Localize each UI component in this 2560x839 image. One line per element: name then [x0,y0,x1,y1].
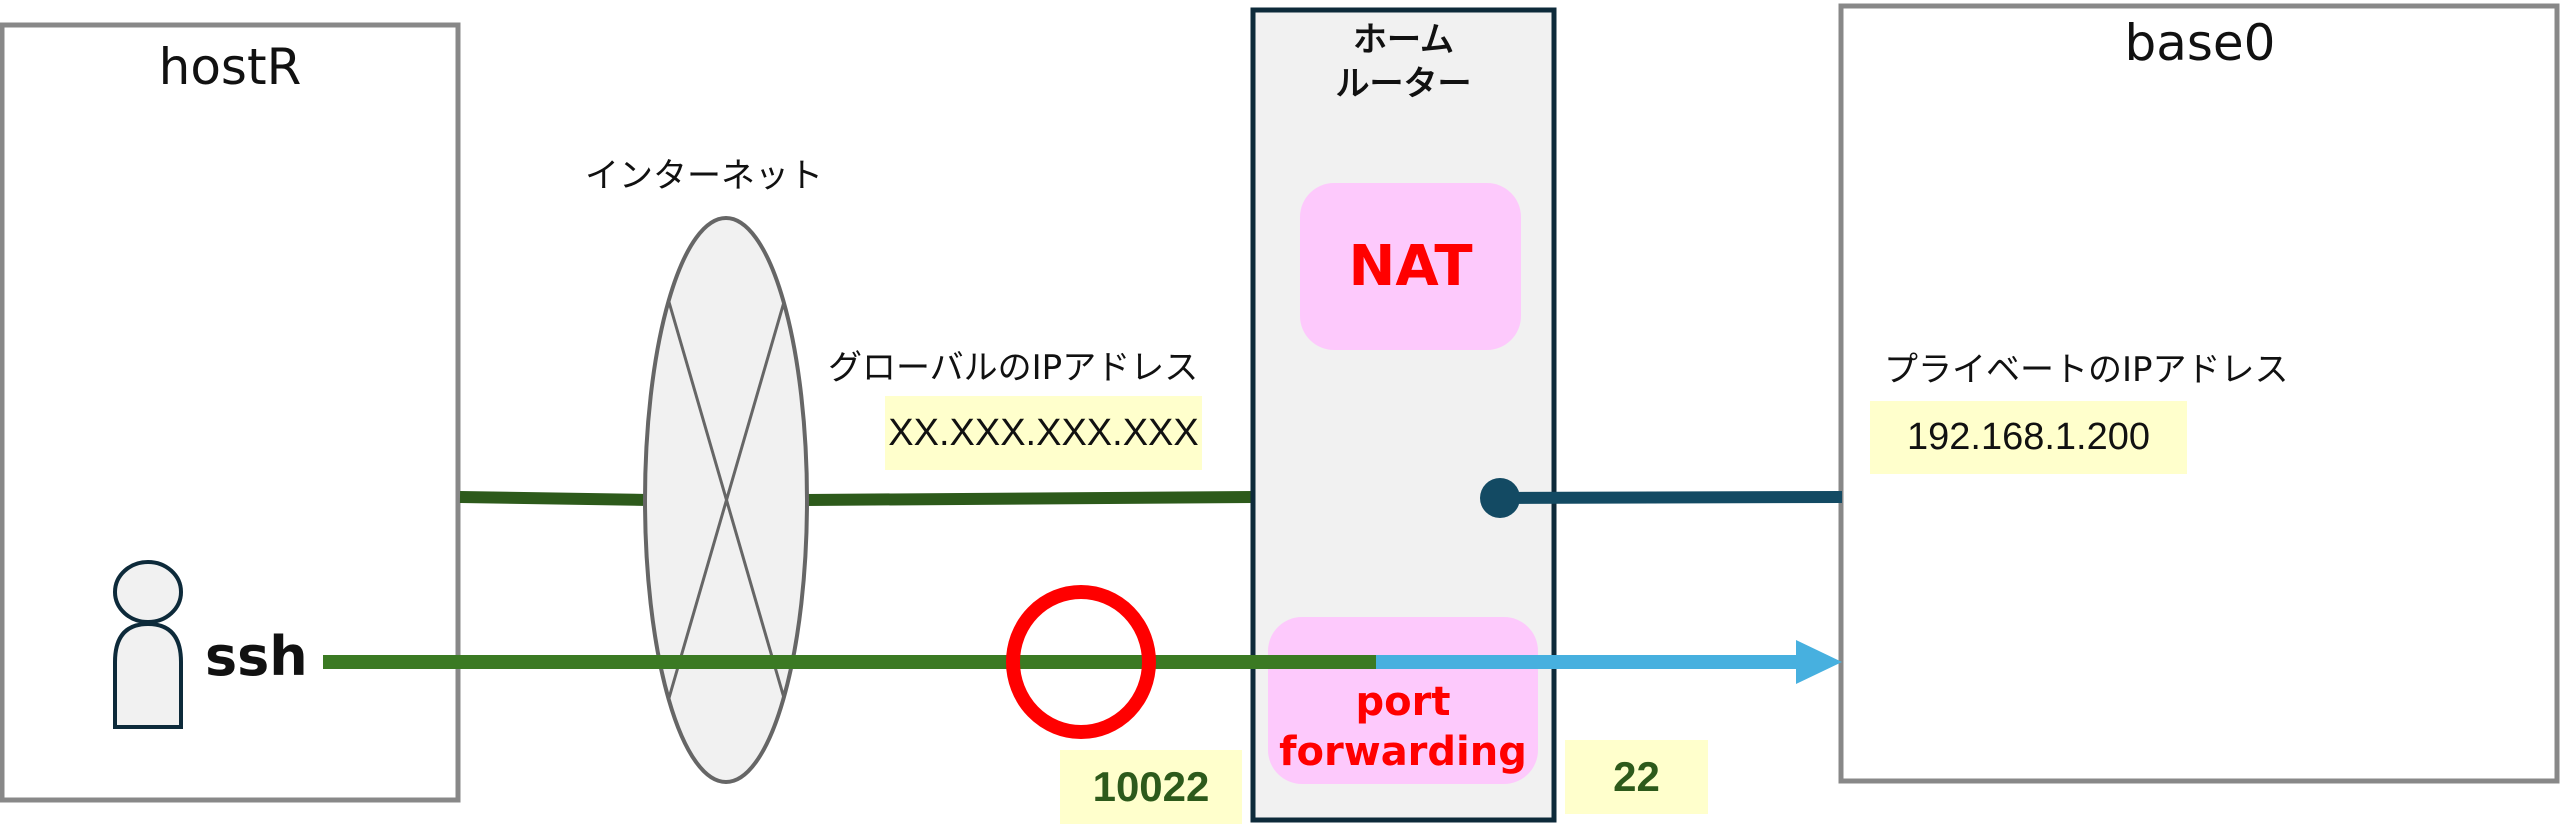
private-ip-label: プライベートのIPアドレス [1884,350,2289,390]
host-client-label: hostR [158,38,302,96]
internal-port-text: 22 [1613,753,1660,800]
user-icon [113,560,183,729]
global-ip-text: XX.XXX.XXX.XXX [888,411,1199,454]
internal-port-box: 22 [1565,740,1708,814]
internet-cloud-icon [643,216,809,784]
host-client-box [0,22,461,803]
highlight-ring-icon [1006,585,1156,739]
nat-label: NAT [1348,234,1473,299]
nat-function-box: NAT [1300,183,1521,350]
external-port-text: 10022 [1092,763,1210,810]
private-ip-value: 192.168.1.200 [1870,401,2187,474]
global-ip-label: グローバルのIPアドレス [828,348,1199,388]
port-forwarding-label-line2: forwarding [1279,728,1527,775]
lan-link [1499,491,1843,504]
router-title-line1: ホーム [1353,20,1454,60]
router-title-line2: ルーター [1335,64,1472,104]
wan-link-left [459,491,649,506]
arrow-head-icon [1796,640,1842,684]
wan-link-right [805,491,1254,506]
lan-port-dot-icon [1480,478,1520,518]
port-forwarding-label-line1: port [1355,678,1451,725]
ssh-label: ssh [205,625,308,688]
internet-label: インターネット [585,156,823,196]
host-server-box [1838,3,2560,784]
global-ip-value: XX.XXX.XXX.XXX [885,396,1202,470]
private-ip-text: 192.168.1.200 [1906,416,2150,458]
external-port-box: 10022 [1060,750,1242,824]
router-title: ホーム ルーター [1253,18,1554,106]
host-server-label: base0 [2124,14,2276,72]
port-forwarding-function-box: port forwarding [1268,617,1538,784]
